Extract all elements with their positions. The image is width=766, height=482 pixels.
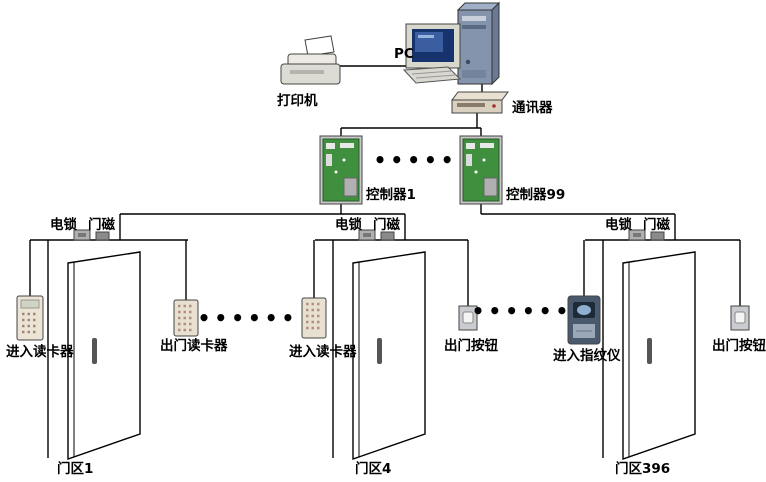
zone4-exit-label: 出门按钮 (444, 337, 498, 354)
exit-button-device (730, 305, 750, 331)
zone1-lock-label: 电锁 (50, 216, 77, 233)
zones-ellipsis-2: •••••• (472, 299, 573, 323)
zone1-entry-label: 进入读卡器 (6, 343, 74, 360)
zone396-label: 门区396 (615, 460, 670, 477)
entry-keypad-reader (16, 295, 44, 341)
zone396-entry-label: 进入指纹仪 (553, 347, 621, 364)
controller-1-label: 控制器1 (366, 186, 416, 203)
zone4-magnet-label: 门磁 (373, 216, 400, 233)
zone4-label: 门区4 (355, 460, 391, 477)
communicator-label: 通讯器 (512, 100, 553, 116)
zone396-magnet-label: 门磁 (643, 216, 671, 233)
zones-ellipsis-1: •••••• (198, 306, 299, 330)
exit-card-reader (173, 299, 199, 337)
printer-graphic (280, 35, 341, 85)
controller-1-graphic (319, 135, 363, 205)
door-zone-396 (567, 229, 750, 460)
zone1-magnet-label: 门磁 (88, 216, 115, 233)
pc-graphic (402, 1, 501, 86)
zone4-entry-label: 进入读卡器 (289, 343, 357, 360)
entry-card-reader (301, 297, 327, 339)
zone1-exit-label: 出门读卡器 (160, 337, 228, 354)
zone4-lock-label: 电锁 (335, 216, 362, 233)
printer-label: 打印机 (277, 92, 318, 109)
door-zone-4 (301, 229, 478, 460)
controller-99-graphic (459, 135, 503, 205)
entry-fingerprint-reader (567, 295, 601, 345)
controller-99-label: 控制器99 (506, 186, 565, 203)
controllers-ellipsis: •••••• (374, 148, 475, 172)
zone396-lock-label: 电锁 (605, 216, 633, 233)
zone396-exit-label: 出门按钮 (712, 337, 766, 354)
door-zone-1 (16, 229, 199, 460)
exit-button-device (458, 305, 478, 331)
communicator-graphic (451, 91, 509, 114)
zone1-label: 门区1 (57, 460, 93, 477)
pc-label: PC (394, 46, 414, 62)
